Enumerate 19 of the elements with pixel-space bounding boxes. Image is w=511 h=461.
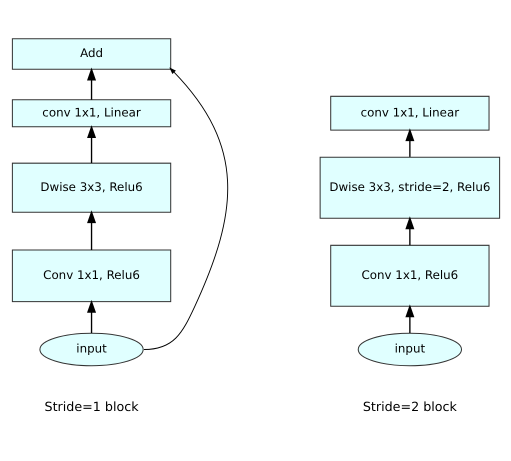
node-box: Add: [11, 38, 171, 70]
arrow: [404, 128, 414, 156]
arrow: [404, 304, 414, 333]
arrow: [143, 66, 228, 350]
label: Stride=2 block: [362, 398, 456, 414]
node-box: Dwise 3x3, stride=2, Relu6: [319, 156, 500, 218]
node-ellipse: input: [357, 332, 462, 366]
node-ellipse: input: [38, 332, 144, 366]
node-box: Conv 1x1, Relu6: [330, 244, 490, 306]
arrow: [86, 299, 96, 333]
node-box: Conv 1x1, Relu6: [11, 248, 171, 302]
node-box: Dwise 3x3, Relu6: [11, 162, 171, 212]
arrow: [86, 124, 96, 163]
node-box: conv 1x1, Linear: [330, 95, 490, 130]
arrow: [86, 67, 96, 100]
arrow: [86, 210, 96, 250]
node-box: conv 1x1, Linear: [11, 98, 171, 127]
label: Stride=1 block: [44, 398, 138, 414]
arrow: [404, 216, 414, 245]
